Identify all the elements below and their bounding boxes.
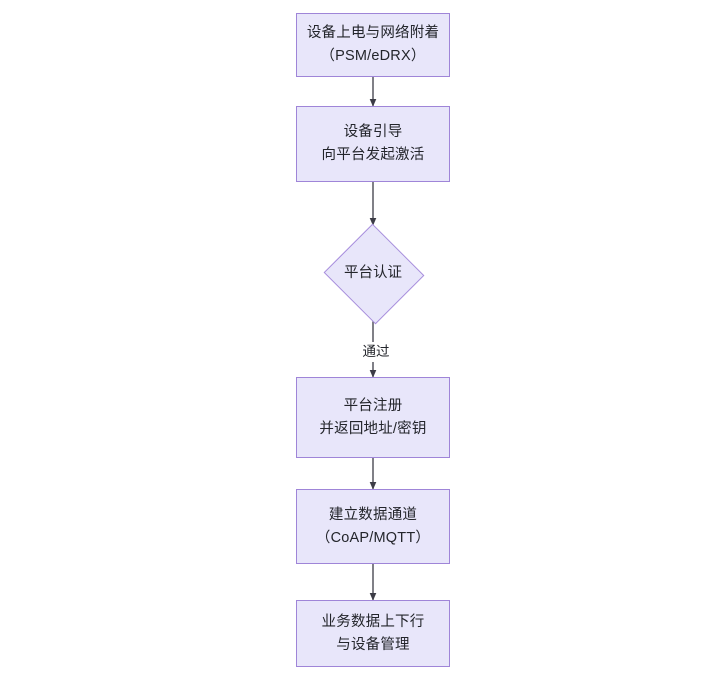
node-device-bootstrap[interactable]: 设备引导 向平台发起激活 (296, 106, 450, 182)
node-label-line2: 向平台发起激活 (321, 147, 425, 163)
node-platform-auth-decision[interactable]: 平台认证 (323, 223, 425, 325)
node-label-line1: 设备上电与网络附着 (306, 25, 440, 41)
node-label-line2: （PSM/eDRX） (320, 48, 426, 64)
node-establish-data-channel[interactable]: 建立数据通道 （CoAP/MQTT） (296, 489, 450, 564)
node-label-line2: 与设备管理 (336, 636, 410, 653)
node-label-line2: （CoAP/MQTT） (315, 529, 431, 546)
node-label-line2: 并返回地址/密钥 (319, 420, 427, 437)
node-business-data-and-device-mgmt[interactable]: 业务数据上下行 与设备管理 (296, 600, 450, 667)
node-label-line1: 平台认证 (344, 265, 402, 281)
node-label-line1: 业务数据上下行 (321, 613, 425, 630)
node-label-line1: 平台注册 (343, 397, 403, 414)
node-device-power-on[interactable]: 设备上电与网络附着 （PSM/eDRX） (296, 13, 450, 77)
node-label-line1: 设备引导 (343, 124, 403, 140)
node-label-line1: 建立数据通道 (328, 506, 418, 523)
node-platform-register[interactable]: 平台注册 并返回地址/密钥 (296, 377, 450, 458)
edge-label-pass: 通过 (352, 342, 400, 362)
